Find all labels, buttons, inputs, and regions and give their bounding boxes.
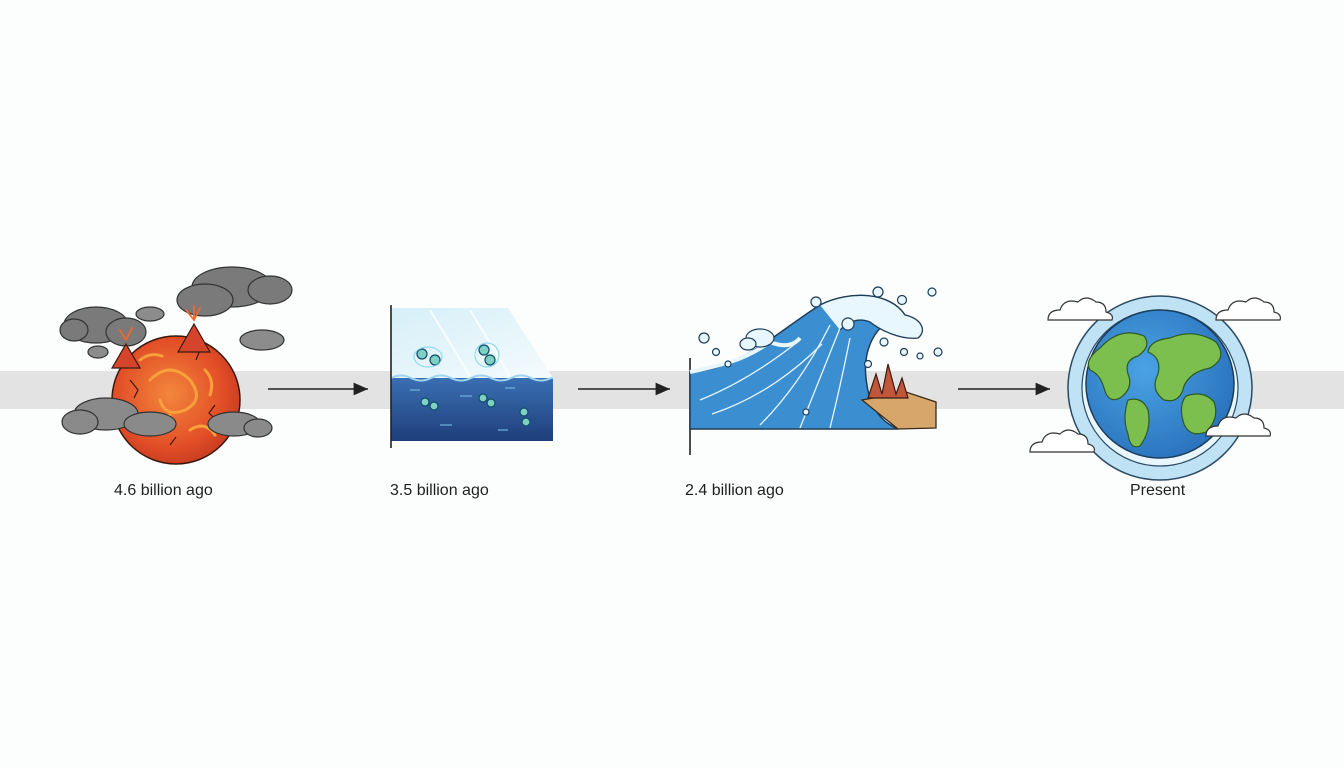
stage-label-1: 4.6 billion ago [114, 482, 213, 499]
ocean-wave-icon [689, 286, 943, 455]
stage-label-2: 3.5 billion ago [390, 482, 489, 499]
volcanic-earth-icon [59, 266, 293, 465]
early-ocean-icon [390, 305, 553, 448]
stage-label-3: 2.4 billion ago [685, 482, 784, 499]
modern-earth-icon [1029, 295, 1281, 481]
stage-label-4: Present [1130, 482, 1186, 499]
